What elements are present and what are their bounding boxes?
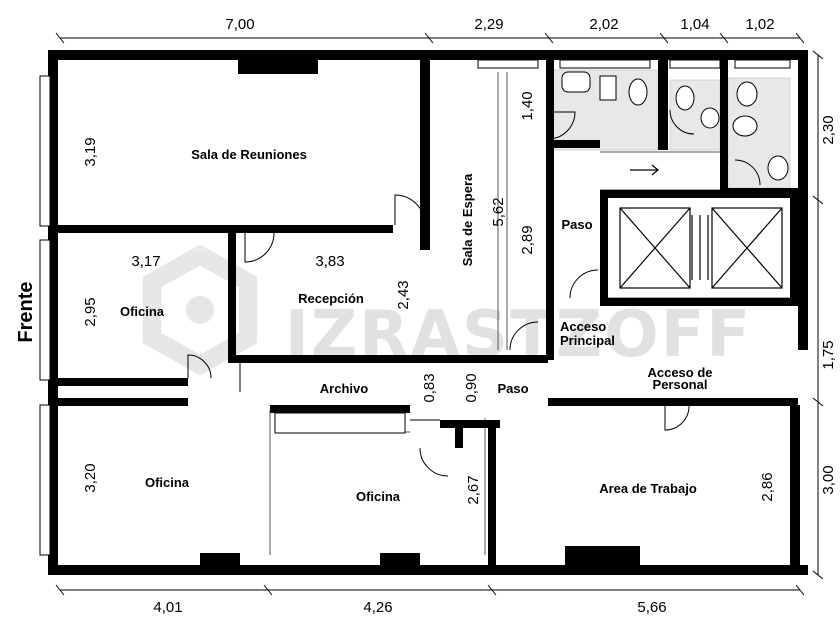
room-area-trabajo: Area de Trabajo (599, 481, 697, 496)
room-paso-2: Paso (497, 381, 528, 396)
room-acceso-personal-line2: Personal (653, 377, 708, 392)
watermark: IZRASTZOFF (143, 244, 750, 376)
room-recepcion: Recepción (298, 291, 364, 306)
dim-oficina1-width: 3,17 (131, 253, 160, 270)
dim-recepcion-width: 3,83 (315, 253, 344, 270)
dim-right-3: 3,00 (820, 465, 837, 494)
dim-paso2-height: 0,90 (463, 373, 480, 402)
elevators (619, 164, 783, 289)
dim-top-1: 7,00 (225, 16, 254, 33)
room-sala-espera: Sala de Espera (460, 173, 475, 266)
windows (39, 59, 791, 556)
room-paso-1: Paso (561, 217, 592, 232)
dim-reuniones-height: 3,19 (82, 137, 99, 166)
room-oficina-3: Oficina (356, 489, 401, 504)
bathroom-fixtures (561, 71, 789, 181)
dim-oficina1-height: 2,95 (82, 297, 99, 326)
dim-archivo-height: 0,83 (421, 373, 438, 402)
dim-oficina2-height: 3,20 (82, 463, 99, 492)
dim-espera-height: 5,62 (490, 197, 507, 226)
dim-bano-height: 1,40 (519, 91, 536, 120)
room-oficina-1: Oficina (120, 304, 165, 319)
room-oficina-2: Oficina (145, 475, 190, 490)
room-sala-reuniones: Sala de Reuniones (191, 147, 307, 162)
dim-bottom-1: 4,01 (153, 599, 182, 616)
room-acceso-personal-line1: Acceso de (647, 365, 712, 380)
dim-trabajo-height: 2,86 (759, 472, 776, 501)
dim-oficina3-height: 2,67 (465, 475, 482, 504)
dim-paso-height: 2,89 (519, 225, 536, 254)
dim-top-3: 2,02 (589, 16, 618, 33)
walls (48, 50, 808, 575)
dim-top-2: 2,29 (474, 16, 503, 33)
dim-recepcion-height: 2,43 (395, 280, 412, 309)
doors (187, 109, 761, 477)
dimension-lines (55, 32, 824, 596)
room-archivo: Archivo (320, 381, 368, 396)
dim-right-1: 2,30 (820, 115, 837, 144)
room-acceso-principal-line2: Principal (560, 333, 615, 348)
room-acceso-principal-line1: Acceso (560, 319, 606, 334)
dim-right-2: 1,75 (820, 340, 837, 369)
dim-bottom-2: 4,26 (363, 599, 392, 616)
front-label: Frente (15, 281, 37, 342)
dim-top-5: 1,02 (745, 16, 774, 33)
dim-bottom-3: 5,66 (637, 599, 666, 616)
dim-top-4: 1,04 (680, 16, 709, 33)
